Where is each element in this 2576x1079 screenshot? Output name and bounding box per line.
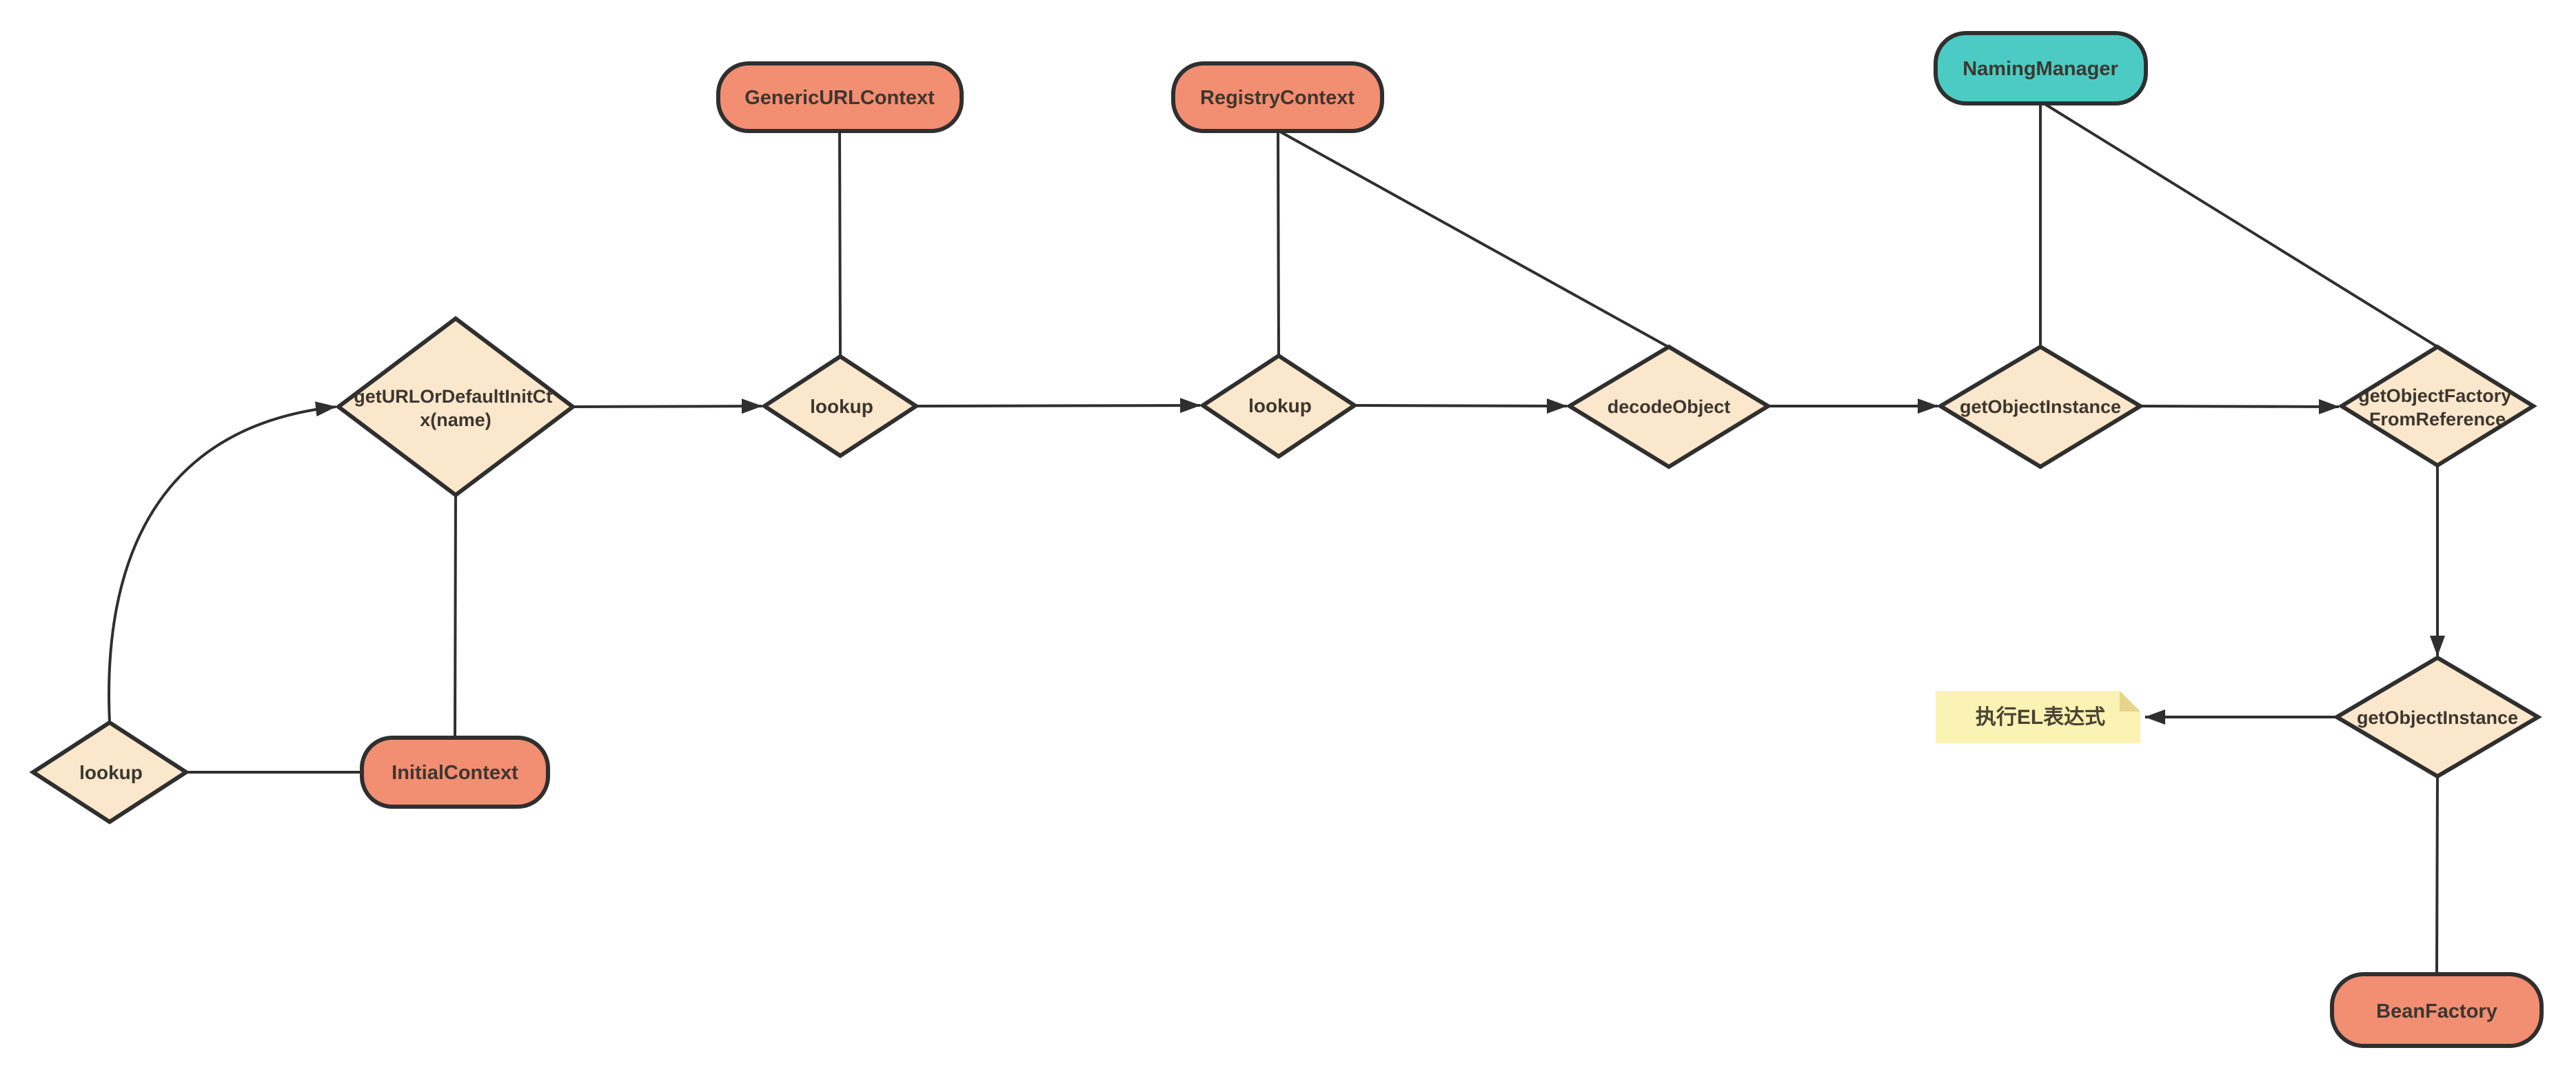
diamond-decode-object[interactable]: decodeObject	[1565, 344, 1772, 470]
node-label: NamingManager	[1963, 58, 2118, 80]
note-label: 执行EL表达式	[1976, 706, 2105, 729]
diamond-get-object-instance-naming[interactable]: getObjectInstance	[1936, 344, 2144, 470]
node-label: RegistryContext	[1200, 87, 1355, 109]
node-label: lookup	[810, 396, 873, 417]
note-fold-corner	[2120, 691, 2140, 712]
note-body	[1936, 691, 2140, 743]
edge-geturl-to-initialcontext	[454, 494, 457, 738]
node-label: getURLOrDefaultInitCt x(name)	[354, 386, 558, 430]
node-label: InitialContext	[392, 762, 518, 784]
edge-lookup-registry-to-decodeobject	[1354, 398, 1568, 414]
edge-registrycontext-to-decodeobject	[1279, 130, 1669, 348]
diamond-lookup-generic[interactable]: lookup	[760, 354, 920, 458]
node-bean-factory[interactable]: BeanFactory	[2330, 972, 2544, 1048]
node-label: lookup	[1248, 395, 1312, 416]
edge-lookup-generic-to-lookup-registry	[915, 398, 1201, 414]
diamond-get-url-or-default-init-ctx[interactable]: getURLOrDefaultInitCt x(name)	[335, 316, 576, 498]
diamond-lookup-registry[interactable]: lookup	[1199, 353, 1359, 459]
node-label: lookup	[79, 762, 143, 783]
node-label: BeanFactory	[2376, 1000, 2497, 1022]
node-label: getObjectInstance	[2357, 707, 2518, 728]
edge-namingmanager-to-getobjectfactory	[2042, 102, 2439, 348]
node-registry-context[interactable]: RegistryContext	[1171, 61, 1384, 133]
edge-lookup-to-geturl	[108, 401, 336, 723]
node-naming-manager[interactable]: NamingManager	[1934, 31, 2148, 105]
node-label: decodeObject	[1608, 396, 1731, 417]
node-label: getObjectFactory FromReference	[2358, 385, 2517, 430]
node-initial-context[interactable]: InitialContext	[360, 736, 550, 809]
edge-registrycontext-to-lookup	[1277, 130, 1280, 356]
node-label: getObjectInstance	[1960, 396, 2121, 417]
diamond-get-object-instance-factory[interactable]: getObjectInstance	[2333, 655, 2542, 779]
edges	[108, 102, 2445, 975]
node-label: GenericURLContext	[744, 87, 935, 109]
edge-geturl-to-lookup-generic	[572, 399, 762, 414]
node-generic-url-context[interactable]: GenericURLContext	[716, 61, 964, 133]
note-execute-el-expression[interactable]: 执行EL表达式	[1936, 691, 2140, 743]
diamond-lookup-start[interactable]: lookup	[29, 720, 190, 825]
diamond-get-object-factory-from-reference[interactable]: getObjectFactory FromReference	[2337, 344, 2537, 468]
edge-getobjectinstance-to-getobjectfactory	[2140, 399, 2340, 414]
